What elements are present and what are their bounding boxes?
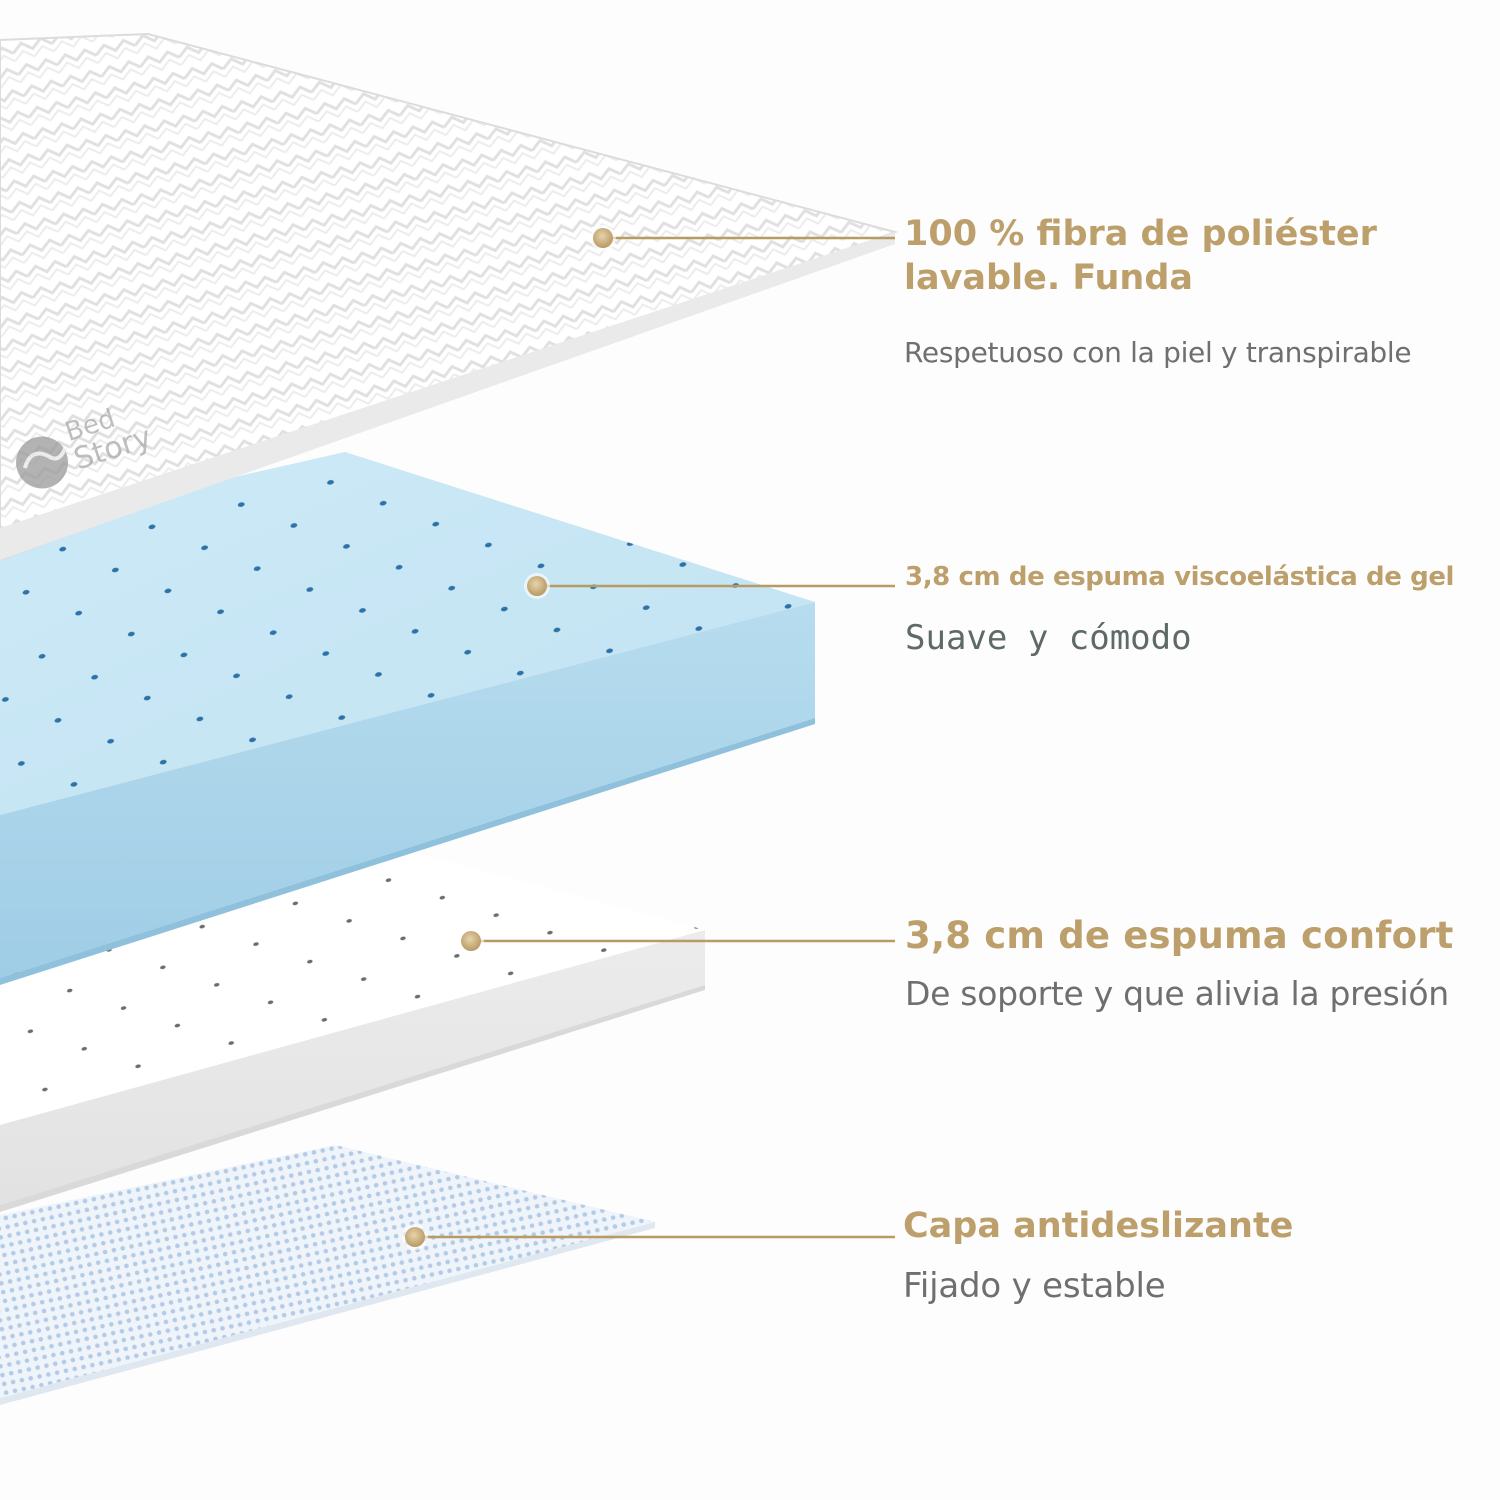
gel-foam-layer — [0, 452, 815, 985]
callout-gel — [524, 573, 895, 599]
non-slip-layer — [0, 1145, 655, 1405]
callout-cover — [590, 225, 895, 251]
cover-layer-description: Respetuoso con la piel y transpirable — [904, 336, 1412, 369]
callout-dot-icon — [461, 931, 481, 951]
non-slip-layer-title: Capa antideslizante — [903, 1206, 1294, 1246]
callout-dot-icon — [593, 228, 613, 248]
gel-layer-description: Suave y cómodo — [905, 618, 1192, 658]
gel-layer-title: 3,8 cm de espuma viscoelástica de gel — [905, 562, 1455, 592]
callout-dot-icon — [527, 576, 547, 596]
callout-dot-icon — [405, 1227, 425, 1247]
cover-layer-title: 100 % fibra de poliéster lavable. Funda — [904, 214, 1377, 298]
foam-layer-title: 3,8 cm de espuma confort — [905, 914, 1454, 957]
callout-foam — [458, 928, 895, 954]
polyester-cover-layer — [0, 32, 899, 562]
callout-base — [402, 1224, 895, 1250]
non-slip-layer-description: Fijado y estable — [903, 1266, 1166, 1306]
foam-layer-description: De soporte y que alivia la presión — [905, 974, 1449, 1013]
